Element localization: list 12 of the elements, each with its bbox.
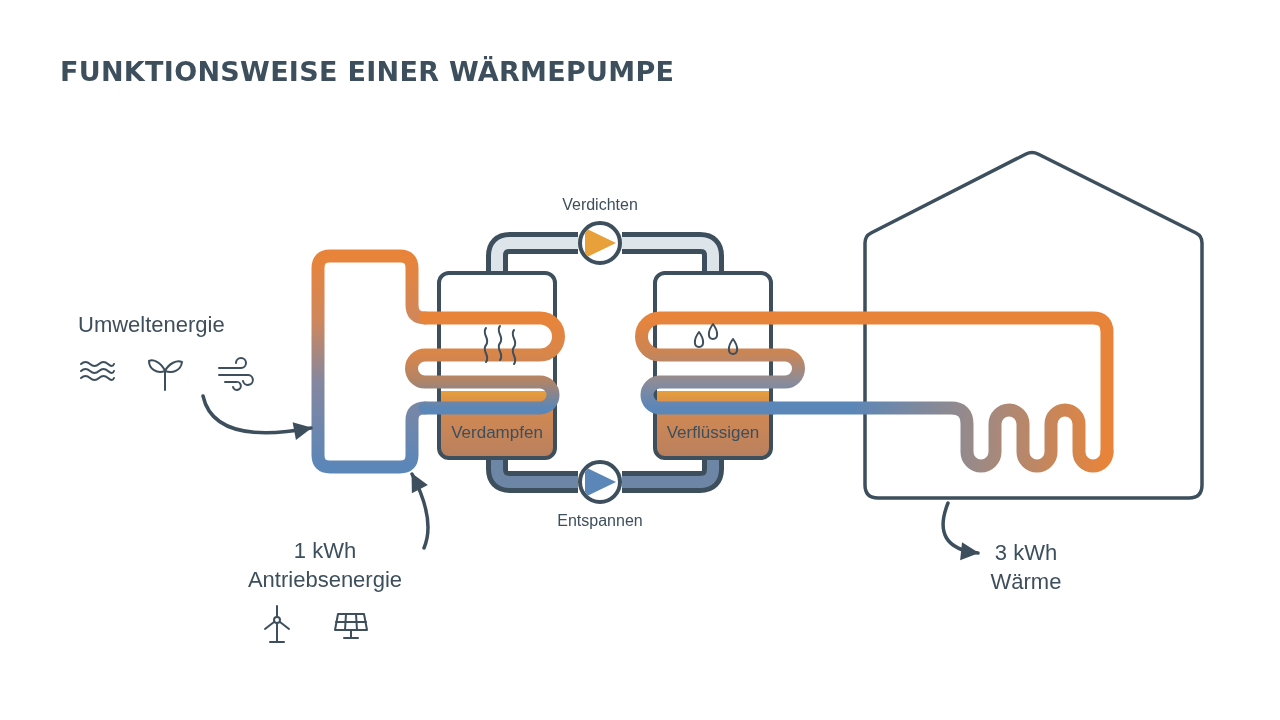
arrow — [410, 472, 430, 550]
box-label: Verflüssigen — [665, 423, 761, 443]
energy-label: Umweltenergie — [78, 311, 225, 339]
component-label: Entspannen — [556, 512, 644, 530]
box-label: Verdampfen — [450, 423, 544, 443]
arrow — [201, 394, 313, 440]
energy-label: 3 kWh Wärme — [989, 539, 1063, 596]
arrow — [941, 501, 980, 560]
energy-label: 1 kWh Antriebsenergie — [246, 537, 404, 594]
title: FUNKTIONSWEISE EINER WÄRMEPUMPE — [60, 56, 675, 87]
component-label: Verdichten — [561, 196, 639, 214]
heating-pipe — [766, 401, 1114, 473]
